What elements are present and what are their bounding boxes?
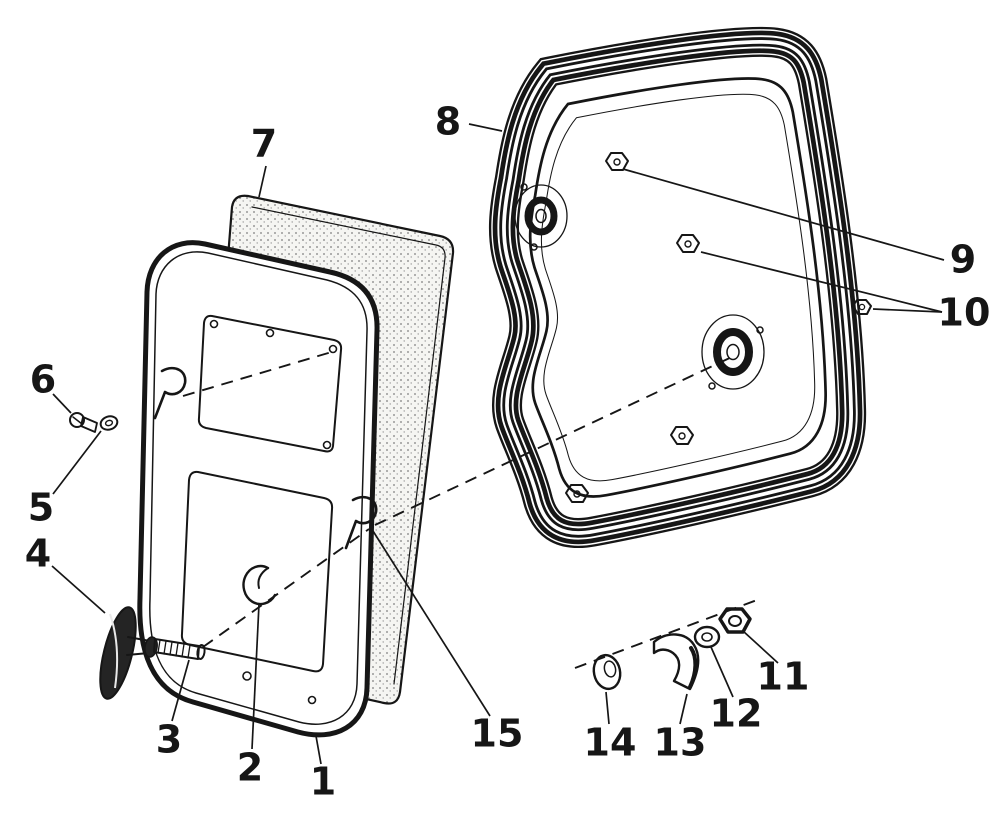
assembly-axis-lines: [182, 350, 758, 669]
leader-line-3: [171, 659, 190, 722]
panel-outline: [137, 240, 380, 738]
cover-gasket-assembly: [504, 42, 872, 533]
callout-3: 3: [156, 718, 182, 762]
thread-marks: [157, 639, 191, 659]
screw-hole: [307, 695, 317, 705]
callout-labels: 1 2 3 4 5 6 7 8 9 10 11 12 13 14 15: [25, 100, 991, 804]
callout-9: 9: [950, 238, 976, 282]
washer-small: [99, 415, 119, 431]
screw-hole: [322, 440, 332, 450]
panel-upper-opening: [197, 314, 343, 453]
panel-retainer-clip-right: [344, 495, 378, 550]
hex-nut-loose: [852, 299, 872, 315]
leader-line-6: [52, 393, 72, 414]
grommet-washer: [592, 653, 622, 691]
t-handle-grip: [99, 606, 137, 700]
callout-7: 7: [251, 122, 277, 166]
bolt-head: [69, 412, 85, 428]
callout-5: 5: [28, 486, 54, 530]
panel-lower-opening: [180, 470, 334, 673]
threaded-stud: [153, 638, 206, 660]
leader-line-12: [710, 646, 734, 698]
screw-hole: [242, 671, 252, 681]
cover-plate: [528, 77, 827, 498]
axis-dashed-line: [374, 354, 737, 526]
callout-4: 4: [25, 532, 51, 576]
callout-13: 13: [654, 721, 707, 765]
axis-dashed-line: [202, 528, 370, 648]
leader-line-9: [622, 168, 945, 261]
leader-line-5: [52, 430, 102, 495]
leader-line-2: [251, 603, 260, 750]
axis-dashed-line: [574, 599, 758, 669]
leader-line-8: [468, 123, 503, 132]
cover-small-holes: [520, 183, 764, 390]
callout-11: 11: [757, 655, 810, 699]
grommet-lower: [701, 314, 765, 390]
screw-hole: [209, 319, 219, 329]
callout-8: 8: [435, 100, 461, 144]
callout-1: 1: [310, 760, 336, 804]
leader-line-1: [315, 735, 322, 765]
panel-inner-line: [149, 251, 368, 725]
panel-retainer-clip-upper: [153, 366, 187, 420]
washer: [693, 625, 721, 649]
callout-6: 6: [30, 358, 56, 402]
hex-nut: [565, 484, 589, 503]
leader-line-13: [679, 693, 688, 725]
hex-nut: [670, 426, 694, 445]
screw-hole: [708, 382, 716, 390]
screw-hole: [520, 183, 528, 191]
bolt: [69, 412, 98, 433]
callout-2: 2: [237, 746, 263, 790]
spring-clip: [242, 564, 277, 606]
gasket-sheet-inner-line: [251, 206, 446, 685]
screw-hole: [265, 328, 275, 338]
panel-screw-holes: [209, 319, 338, 705]
leader-line-4: [51, 565, 106, 614]
access-panel: [137, 240, 380, 738]
leader-line-10a: [872, 308, 943, 313]
callout-15: 15: [471, 712, 524, 756]
leader-line-11: [742, 630, 779, 664]
screw-hole: [756, 326, 764, 334]
hex-nut-large: [718, 607, 752, 634]
screw-hole: [328, 344, 338, 354]
leader-line-7: [258, 165, 267, 198]
leader-line-14: [605, 691, 610, 725]
hex-nut: [676, 234, 700, 253]
axis-dashed-line: [182, 350, 336, 397]
bent-clip: [652, 633, 700, 691]
screw-hole: [530, 243, 538, 251]
hex-nut: [605, 152, 629, 171]
grommet-upper: [514, 184, 568, 248]
callout-12: 12: [710, 692, 763, 736]
callout-14: 14: [584, 721, 637, 765]
leader-line-10b: [700, 251, 943, 313]
leader-lines: [51, 123, 945, 765]
leader-line-15: [372, 530, 491, 717]
callout-10: 10: [938, 291, 991, 335]
